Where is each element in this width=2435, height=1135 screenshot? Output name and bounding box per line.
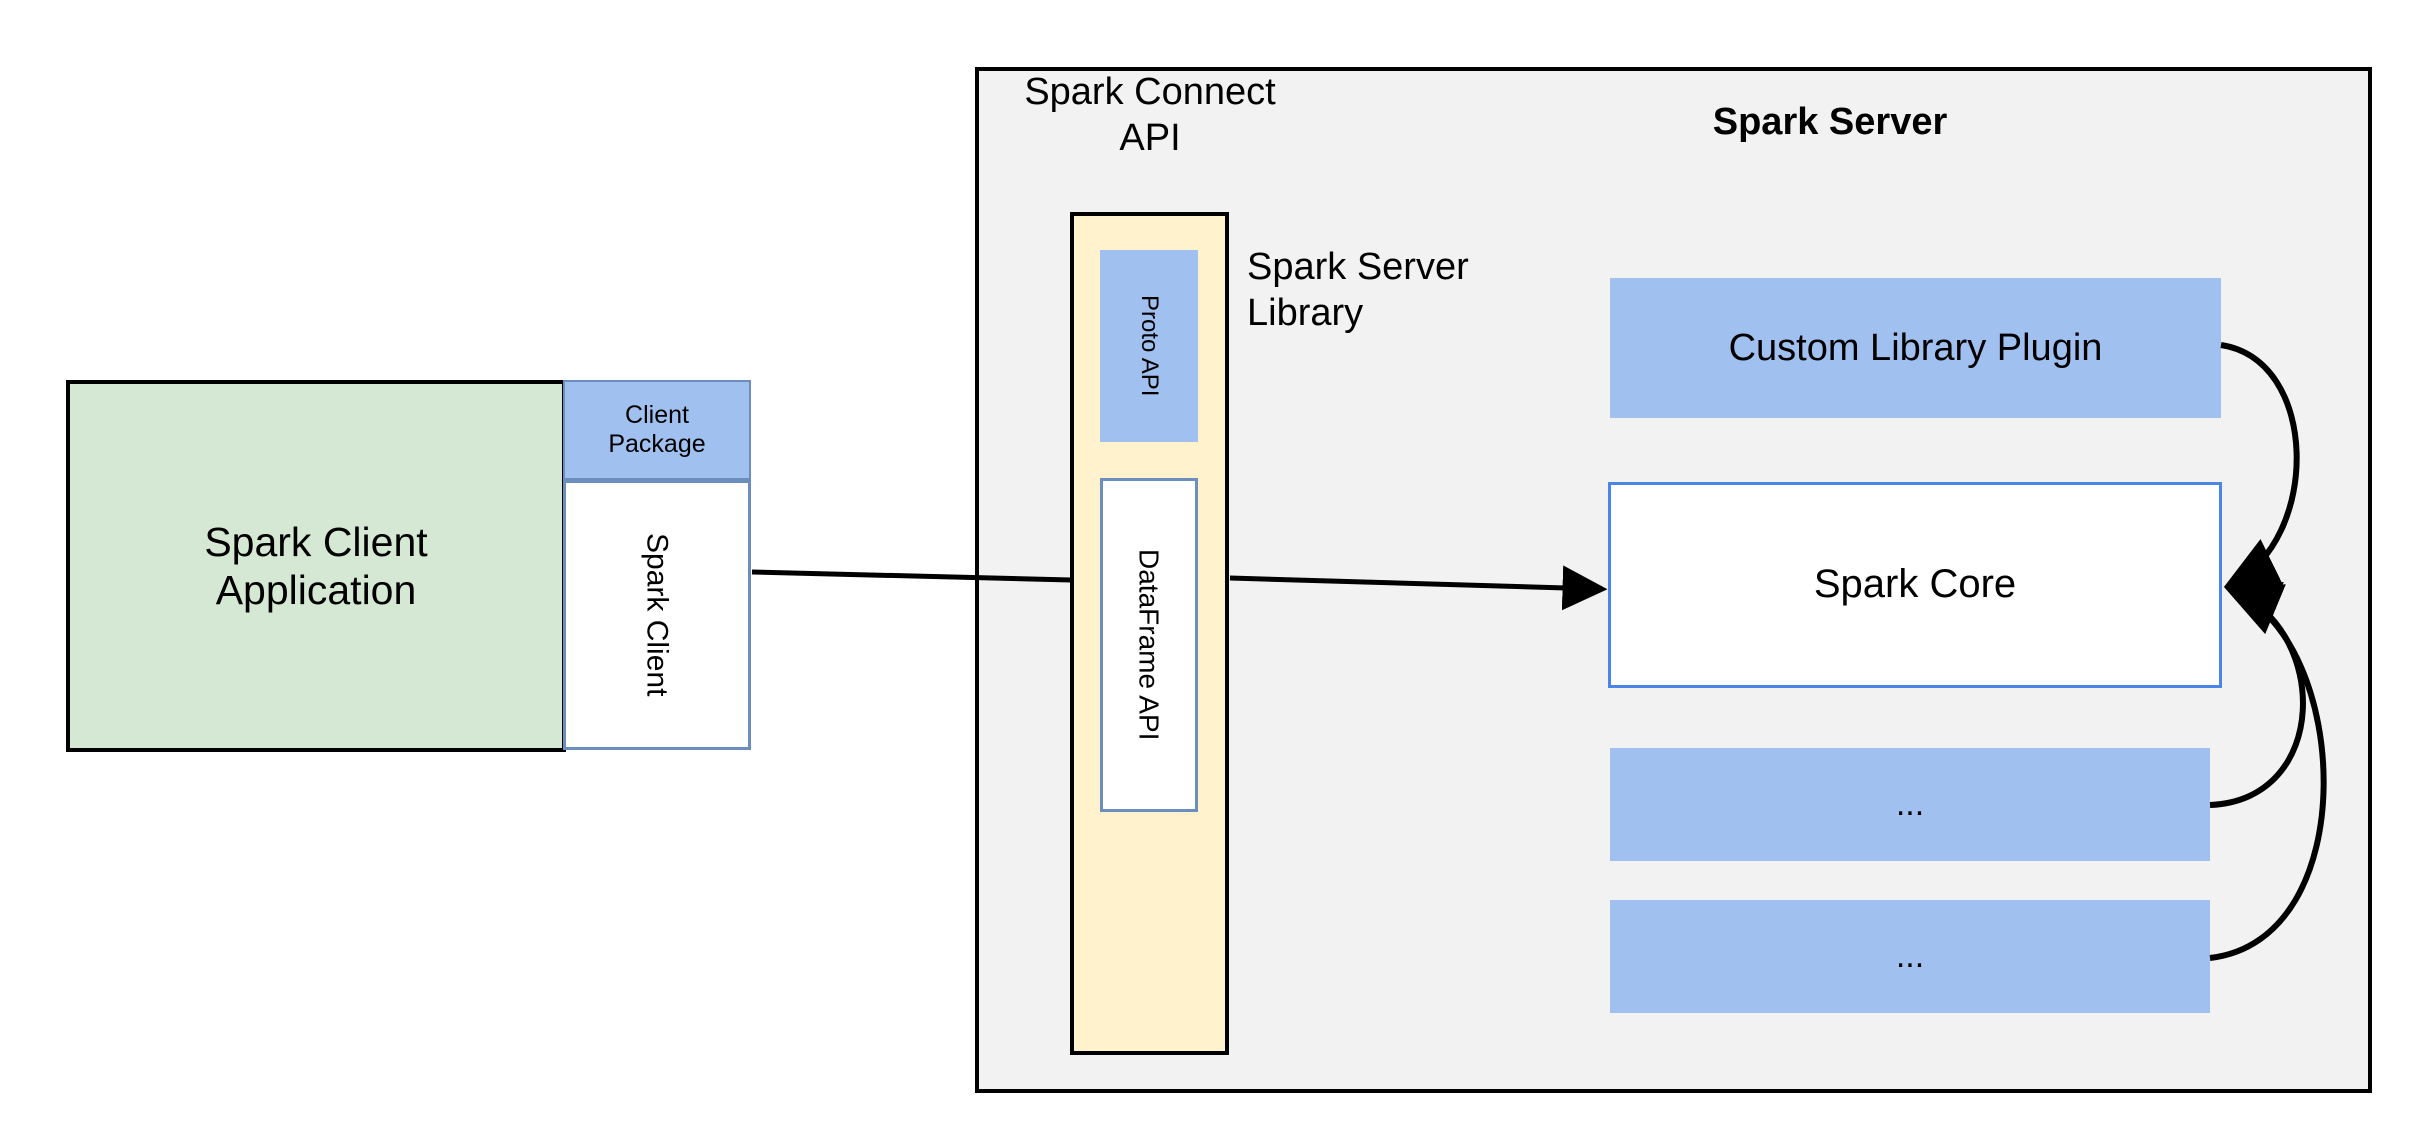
custom-library-plugin-box: Custom Library Plugin <box>1610 278 2221 418</box>
spark-server-library-label: Spark Server Library <box>1247 245 1547 336</box>
spark-connect-api-label: Spark Connect API <box>1000 70 1300 161</box>
spark-core-box: Spark Core <box>1608 482 2222 688</box>
spark-server-title: Spark Server <box>1712 101 1948 143</box>
proto-api-box: Proto API <box>1100 250 1198 442</box>
application-label-line-2: Application <box>215 567 417 613</box>
server-library-label-line-2: Library <box>1247 291 1364 334</box>
client-package-label-line-2: Package <box>608 430 706 458</box>
dataframe-api-label: DataFrame API <box>1133 549 1165 741</box>
spark-client-application-label: Spark Client Application <box>204 518 427 615</box>
spark-client-box: Spark Client <box>563 480 751 750</box>
client-package-box: Client Package <box>563 380 751 480</box>
ellipsis-two-label: ... <box>1895 937 1925 976</box>
client-package-label-line-1: Client <box>625 400 689 429</box>
spark-client-application-box: Spark Client Application <box>66 380 566 752</box>
ellipsis-one-label: ... <box>1895 785 1925 824</box>
server-library-label-line-1: Spark Server <box>1247 246 1469 288</box>
custom-library-plugin-label: Custom Library Plugin <box>1728 326 2103 369</box>
connect-api-label-line-1: Spark Connect <box>1024 71 1276 113</box>
ellipsis-box-two: ... <box>1610 900 2210 1013</box>
spark-core-label: Spark Core <box>1813 562 2017 607</box>
spark-client-label: Spark Client <box>640 533 674 697</box>
application-label-line-1: Spark Client <box>204 518 428 565</box>
proto-api-label: Proto API <box>1136 295 1164 397</box>
dataframe-api-box: DataFrame API <box>1100 478 1198 812</box>
ellipsis-box-one: ... <box>1610 748 2210 861</box>
connect-api-label-line-2: API <box>1119 116 1181 159</box>
client-package-label: Client Package <box>608 401 705 460</box>
